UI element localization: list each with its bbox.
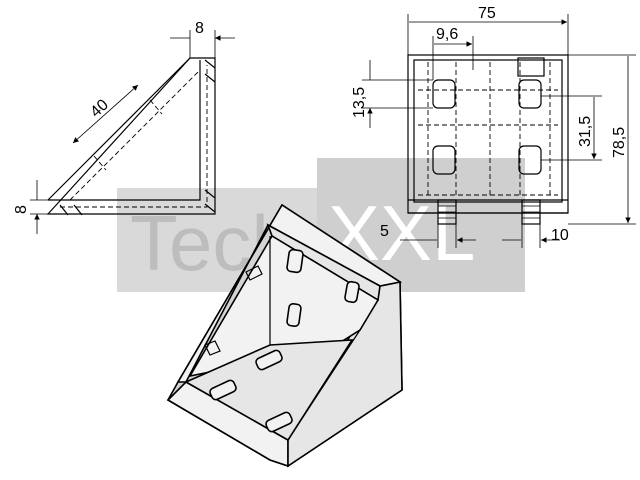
dim-thickness-top: 8 bbox=[195, 20, 204, 37]
iso-inner-edges bbox=[269, 236, 361, 441]
dim-slot-spacing: 31,5 bbox=[577, 116, 594, 147]
iso-slot-lower bbox=[286, 302, 302, 328]
front-view-hidden-h bbox=[418, 89, 558, 196]
dim-slot-width: 9,6 bbox=[436, 26, 458, 43]
iso-slot-floor-front bbox=[265, 411, 293, 433]
side-view-hyp bbox=[47, 57, 191, 201]
side-view-hidden-2 bbox=[60, 65, 208, 208]
dim-line-diagonal bbox=[72, 84, 139, 144]
dim-slot-pitch: 13,5 bbox=[351, 87, 368, 118]
isometric-view bbox=[166, 203, 403, 468]
slot-top-left bbox=[432, 79, 456, 109]
slot-top-right bbox=[518, 79, 542, 109]
front-view-inner bbox=[413, 59, 563, 203]
top-cap bbox=[517, 57, 545, 77]
dim-nut-width: 10 bbox=[551, 227, 569, 244]
front-view-hidden-v bbox=[427, 62, 551, 198]
iso-floor bbox=[184, 339, 354, 442]
dim-width: 75 bbox=[478, 5, 496, 22]
slot-bottom-left bbox=[432, 145, 456, 175]
iso-tabs bbox=[204, 265, 263, 356]
dim-offset: 5 bbox=[380, 223, 389, 240]
dim-thickness-left: 8 bbox=[13, 205, 30, 214]
dim-ext-slot-pitch bbox=[362, 79, 433, 109]
iso-slot-upper bbox=[286, 248, 304, 274]
iso-slot-floor-back bbox=[255, 349, 283, 371]
front-view: 75 9,6 13,5 31,5 78,5 5 10 bbox=[351, 5, 636, 248]
front-view-base bbox=[408, 199, 568, 214]
dim-height: 78,5 bbox=[611, 127, 628, 158]
nut-left-thread bbox=[438, 205, 456, 219]
nut-right-thread bbox=[522, 205, 540, 219]
side-view-teeth bbox=[59, 59, 216, 216]
dim-diagonal: 40 bbox=[87, 96, 112, 121]
side-view-slot-hidden bbox=[93, 99, 163, 171]
iso-slot-floor-left bbox=[209, 379, 237, 401]
side-view-hidden-1 bbox=[69, 69, 201, 201]
iso-slot-right bbox=[344, 280, 360, 304]
dim-ext-left bbox=[30, 199, 48, 215]
side-view-inner bbox=[48, 60, 201, 201]
